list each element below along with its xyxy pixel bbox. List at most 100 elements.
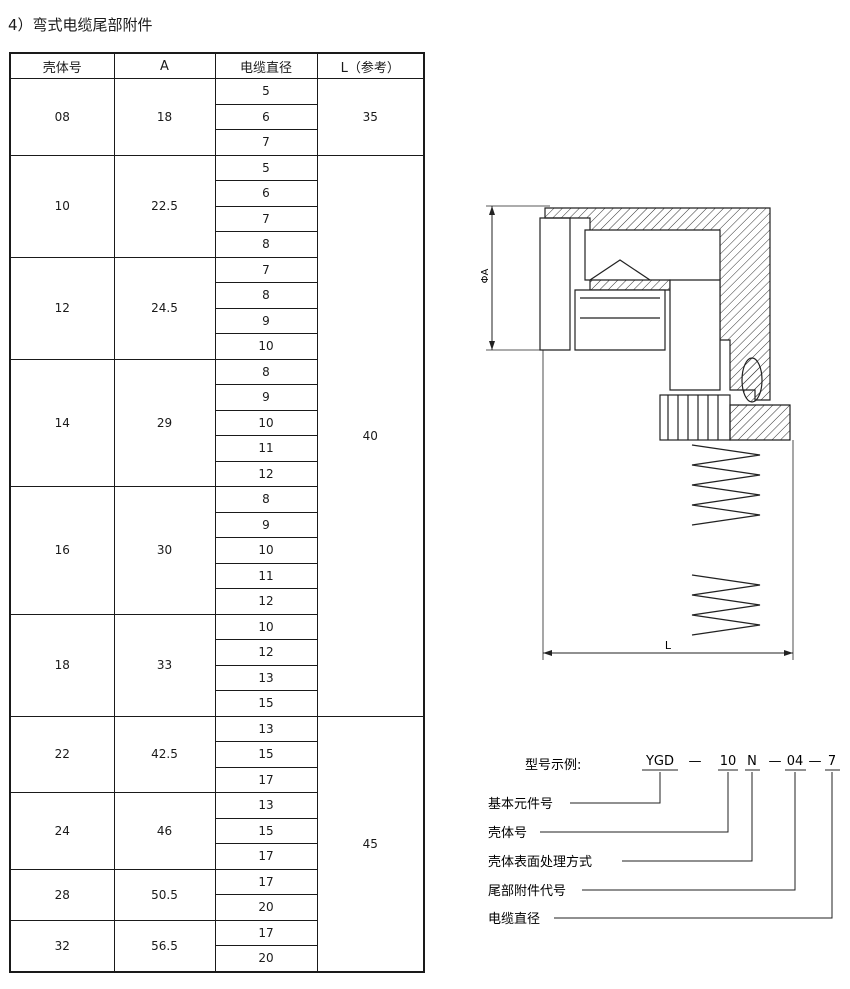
cell-diameter: 17 bbox=[214, 843, 318, 870]
cell-a: 18 bbox=[113, 78, 216, 156]
cell-diameter: 8 bbox=[214, 486, 318, 513]
header-a: A bbox=[113, 52, 216, 79]
code-part: — bbox=[689, 754, 702, 769]
dimension-l: L bbox=[542, 350, 794, 660]
cell-diameter: 13 bbox=[214, 715, 318, 742]
cell-diameter: 10 bbox=[214, 333, 318, 360]
cell-diameter: 12 bbox=[214, 588, 318, 615]
cell-diameter: 17 bbox=[214, 919, 318, 946]
legend-item: 电缆直径 bbox=[488, 911, 540, 927]
dim-a-label: ΦA bbox=[480, 268, 491, 283]
cell-diameter: 12 bbox=[214, 639, 318, 666]
cell-shell: 18 bbox=[9, 613, 115, 717]
cell-diameter: 8 bbox=[214, 231, 318, 258]
cell-l: 45 bbox=[316, 715, 425, 972]
cell-diameter: 8 bbox=[214, 358, 318, 385]
table-row: 15 bbox=[10, 690, 424, 717]
code-part: YGD bbox=[645, 754, 674, 769]
cell-diameter: 11 bbox=[214, 562, 318, 589]
cell-diameter: 10 bbox=[214, 613, 318, 640]
cell-a: 33 bbox=[113, 613, 216, 717]
cell-a: 46 bbox=[113, 792, 216, 870]
legend-item: 基本元件号 bbox=[488, 797, 553, 812]
legend-item: 尾部附件代号 bbox=[488, 884, 566, 899]
connector-drawing: ΦA L bbox=[480, 205, 794, 660]
table-header-row: 壳体号 A 电缆直径 L（参考） bbox=[9, 52, 425, 79]
cell-diameter: 10 bbox=[214, 409, 318, 436]
code-part: 10 bbox=[720, 754, 737, 769]
header-l: L（参考） bbox=[316, 52, 425, 79]
cell-diameter: 5 bbox=[214, 78, 318, 105]
cell-diameter: 9 bbox=[214, 511, 318, 538]
cell-diameter: 12 bbox=[214, 460, 318, 487]
cell-l: 40 bbox=[316, 154, 425, 717]
cell-shell: 32 bbox=[9, 919, 115, 972]
cell-a: 29 bbox=[113, 358, 216, 487]
table-row: 17 bbox=[10, 843, 424, 870]
cable-spring bbox=[691, 444, 761, 636]
table-row: 10 bbox=[10, 409, 424, 436]
cell-a: 50.5 bbox=[113, 868, 216, 921]
model-example: 型号示例: YGD — 10 N — 04 — 7 基本元件号 壳体号 壳体表面… bbox=[488, 754, 840, 927]
cell-a: 56.5 bbox=[113, 919, 216, 972]
cell-diameter: 7 bbox=[214, 205, 318, 232]
cell-shell: 16 bbox=[9, 486, 115, 615]
cell-shell: 22 bbox=[9, 715, 115, 793]
table-row: 13 bbox=[10, 664, 424, 691]
cell-diameter: 6 bbox=[214, 180, 318, 207]
connector-body bbox=[539, 207, 791, 441]
cell-diameter: 13 bbox=[214, 792, 318, 819]
table-row: 20 bbox=[10, 894, 424, 921]
cell-diameter: 7 bbox=[214, 129, 318, 156]
cell-diameter: 6 bbox=[214, 103, 318, 130]
table-row: 12 bbox=[10, 588, 424, 615]
code-part: N bbox=[747, 754, 757, 769]
table-row: 8 bbox=[10, 231, 424, 258]
header-diameter: 电缆直径 bbox=[214, 52, 318, 79]
legend-leaders bbox=[540, 772, 833, 919]
code-part: — bbox=[769, 754, 782, 769]
cell-diameter: 7 bbox=[214, 256, 318, 283]
table-row: 9 bbox=[10, 384, 424, 411]
cell-a: 30 bbox=[113, 486, 216, 615]
header-shell: 壳体号 bbox=[9, 52, 115, 79]
example-code: YGD — 10 N — 04 — 7 bbox=[645, 754, 836, 769]
section-heading: 4）弯式电缆尾部附件 bbox=[8, 16, 153, 34]
table-row: 11 bbox=[10, 562, 424, 589]
cell-shell: 12 bbox=[9, 256, 115, 360]
cell-diameter: 17 bbox=[214, 766, 318, 793]
cell-diameter: 15 bbox=[214, 741, 318, 768]
dim-l-label: L bbox=[665, 639, 672, 652]
table-row: 15 bbox=[10, 817, 424, 844]
table-row: 10 bbox=[10, 333, 424, 360]
cell-a: 24.5 bbox=[113, 256, 216, 360]
cell-diameter: 20 bbox=[214, 894, 318, 921]
table-row: 17 bbox=[10, 766, 424, 793]
example-label: 型号示例: bbox=[525, 758, 581, 773]
table-row: 12 bbox=[10, 460, 424, 487]
example-legend: 基本元件号 壳体号 壳体表面处理方式 尾部附件代号 电缆直径 bbox=[488, 797, 592, 927]
cell-diameter: 15 bbox=[214, 690, 318, 717]
cell-diameter: 11 bbox=[214, 435, 318, 462]
cell-diameter: 15 bbox=[214, 817, 318, 844]
cell-diameter: 13 bbox=[214, 664, 318, 691]
cell-diameter: 20 bbox=[214, 945, 318, 972]
dimension-a: ΦA bbox=[480, 205, 550, 351]
cell-shell: 08 bbox=[9, 78, 115, 156]
cell-diameter: 17 bbox=[214, 868, 318, 895]
cell-diameter: 5 bbox=[214, 154, 318, 181]
cell-shell: 24 bbox=[9, 792, 115, 870]
cell-diameter: 9 bbox=[214, 307, 318, 334]
legend-item: 壳体号 bbox=[488, 826, 527, 841]
cell-diameter: 8 bbox=[214, 282, 318, 309]
